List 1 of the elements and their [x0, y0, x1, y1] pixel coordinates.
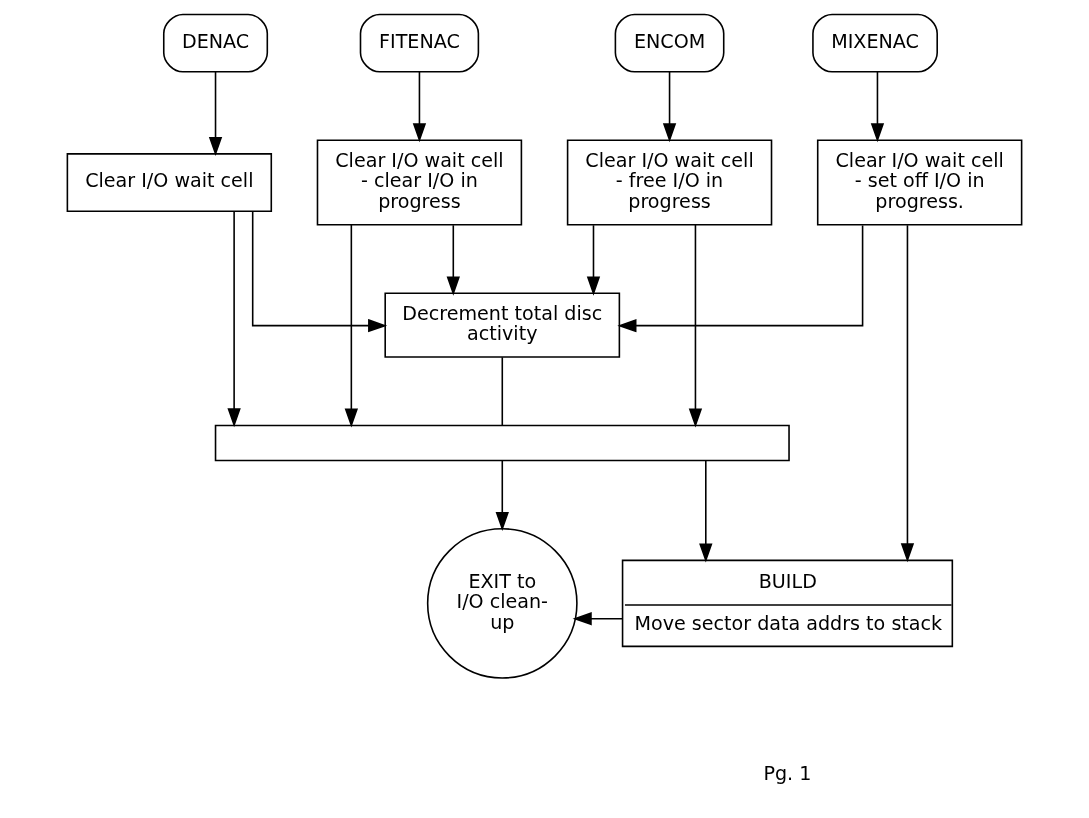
label: Pg. 1: [763, 761, 812, 785]
